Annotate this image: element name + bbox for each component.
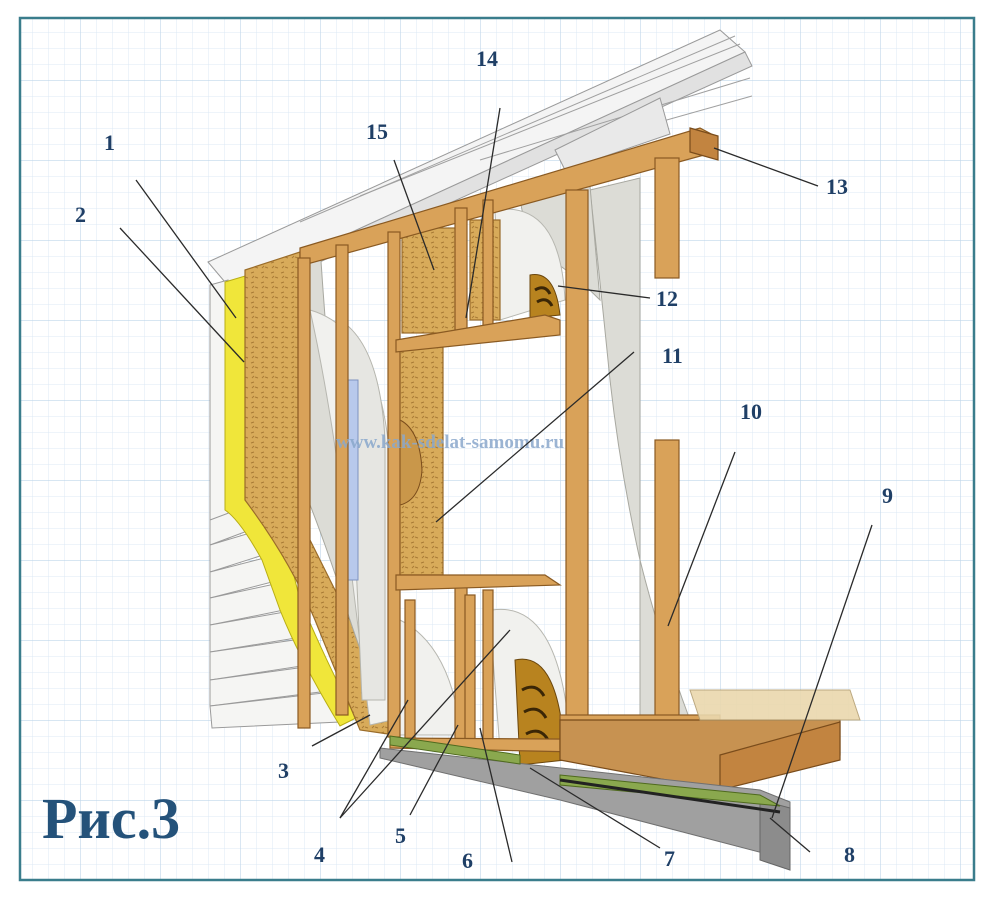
callout-9: 9: [882, 483, 893, 508]
callout-14: 14: [476, 46, 498, 71]
callout-4: 4: [314, 842, 325, 867]
callout-15: 15: [366, 119, 388, 144]
callout-5: 5: [395, 823, 406, 848]
callout-8: 8: [844, 842, 855, 867]
callout-6: 6: [462, 848, 473, 873]
callout-7: 7: [664, 846, 675, 871]
interior-osb-panels: [397, 219, 501, 576]
callout-3: 3: [278, 758, 289, 783]
callout-10: 10: [740, 399, 762, 424]
exterior-siding: [209, 279, 341, 729]
figure-border: [18, 16, 976, 882]
callout-13: 13: [826, 174, 848, 199]
figure-title: Рис.3: [42, 786, 180, 851]
leader-lines: [119, 107, 873, 863]
callout-2: 2: [75, 202, 86, 227]
callout-labels: 1 2 3 4 5 6 7 8 9 10 11 12 13 14 15: [75, 46, 893, 873]
callout-1: 1: [104, 130, 115, 155]
callout-11: 11: [662, 343, 683, 368]
callout-12: 12: [656, 286, 678, 311]
watermark-text: www.kak-sdelat-samomu.ru: [336, 432, 564, 453]
